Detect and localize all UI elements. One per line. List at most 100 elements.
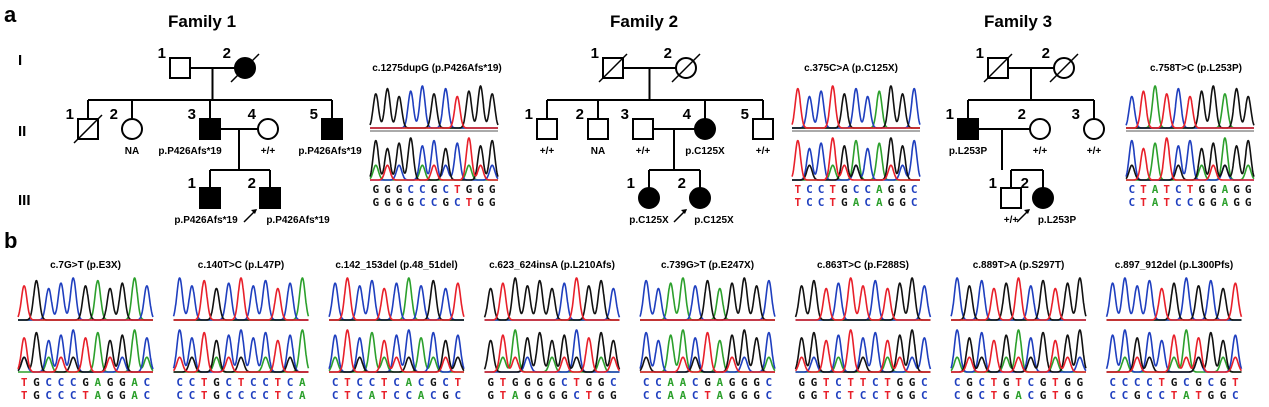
sequence-base: G — [407, 196, 414, 209]
sequence-base: G — [966, 389, 973, 402]
individual-number: 1 — [591, 45, 599, 62]
sequence-base: G — [524, 389, 531, 402]
individual-number: 1 — [188, 175, 196, 192]
sequence-base: T — [455, 376, 462, 389]
sequence-base: G — [373, 183, 380, 196]
sequence-base: C — [1109, 389, 1116, 402]
sequence-base: G — [909, 376, 916, 389]
sequence-base: C — [860, 389, 867, 402]
sequence-base: C — [393, 389, 400, 402]
sequence-base: G — [598, 376, 605, 389]
sequence-base: C — [921, 376, 928, 389]
trace-C — [1125, 139, 1254, 181]
sequence-base: G — [1077, 389, 1084, 402]
sequence-base: C — [1175, 196, 1182, 209]
individual-number: 4 — [248, 106, 257, 123]
sequence-base: G — [489, 183, 496, 196]
pedigree-individual: 1 — [976, 45, 1013, 83]
sequence-base: T — [847, 376, 854, 389]
pedigree-individual: 1p.P426Afs*19 — [174, 175, 238, 226]
chromatogram-trace — [1125, 85, 1255, 129]
sequence-base: G — [897, 389, 904, 402]
sequence-base: G — [82, 376, 89, 389]
sequence-base: C — [643, 376, 650, 389]
sequence-base: G — [899, 196, 906, 209]
sequence-base: T — [275, 376, 282, 389]
sequence-base: G — [107, 389, 114, 402]
pedigree-individual: 2 — [1042, 45, 1079, 83]
female-symbol — [694, 118, 716, 140]
individual-number: 2 — [248, 175, 256, 192]
chromatogram-trace — [328, 329, 465, 373]
individual-number: 2 — [664, 45, 672, 62]
sequence-base: G — [897, 376, 904, 389]
sequence-base: T — [823, 376, 830, 389]
sequence-base: T — [201, 376, 208, 389]
sequence-base: G — [1134, 389, 1141, 402]
sequence-base: G — [1198, 183, 1205, 196]
sequence-base: C — [419, 183, 426, 196]
sequence-base: A — [667, 389, 674, 402]
sequence-base: G — [536, 389, 543, 402]
pedigree-individual: 1p.C125X — [627, 175, 669, 226]
trace-G — [1126, 85, 1255, 129]
sequence-base: G — [841, 183, 848, 196]
sequence-base: T — [238, 376, 245, 389]
pedigree-individual: 1+/+ — [989, 175, 1022, 226]
sequence-base: G — [487, 389, 494, 402]
sequence-base: C — [369, 376, 376, 389]
sequence-base: A — [512, 389, 519, 402]
trace-G — [794, 329, 931, 373]
sequence-base: C — [818, 196, 825, 209]
sequence-base: T — [21, 376, 28, 389]
sequence-base: G — [561, 389, 568, 402]
trace-T — [791, 137, 920, 181]
sequence-base: C — [643, 389, 650, 402]
sequence-base: G — [741, 389, 748, 402]
chromatogram-trace — [1125, 137, 1255, 181]
sequence-base: T — [1163, 183, 1170, 196]
sequence-base: G — [119, 389, 126, 402]
proband-arrowhead — [1024, 209, 1030, 214]
chromatogram-trace — [1105, 329, 1243, 373]
sequence-base: A — [853, 196, 860, 209]
sequence-base: C — [864, 196, 871, 209]
trace-C — [172, 329, 309, 373]
sequence-base: C — [455, 389, 462, 402]
sequence-base: G — [909, 389, 916, 402]
sequence-base: G — [487, 376, 494, 389]
genotype-label: +/+ — [261, 146, 276, 157]
trace-C — [639, 331, 776, 373]
sequence-base: C — [405, 389, 412, 402]
sequence-base: G — [396, 183, 403, 196]
family-3-title: Family 3 — [984, 12, 1052, 31]
pedigree-individual: 4 +/+ — [248, 106, 279, 157]
trace-T — [172, 331, 309, 373]
male-symbol — [752, 118, 774, 140]
sequence-base: C — [189, 376, 196, 389]
sequence-base: C — [818, 183, 825, 196]
sequence-base: C — [835, 389, 842, 402]
sequence-base: C — [262, 376, 269, 389]
genotype-label: p.C125X — [629, 215, 669, 226]
individual-number: 5 — [310, 106, 318, 123]
chromatogram-trace — [17, 329, 154, 373]
variant-label: c.140T>C (p.L47P) — [198, 260, 284, 271]
sequence-base: A — [876, 196, 883, 209]
female-symbol — [257, 118, 279, 140]
pedigree-individual: 2p.L253P — [1016, 175, 1077, 226]
male-symbol — [1000, 187, 1022, 209]
sequence-base: C — [332, 389, 339, 402]
sequence-base: G — [1003, 376, 1010, 389]
sequence-base: T — [21, 389, 28, 402]
sequence-base: G — [598, 389, 605, 402]
sequence-base: G — [1208, 389, 1215, 402]
